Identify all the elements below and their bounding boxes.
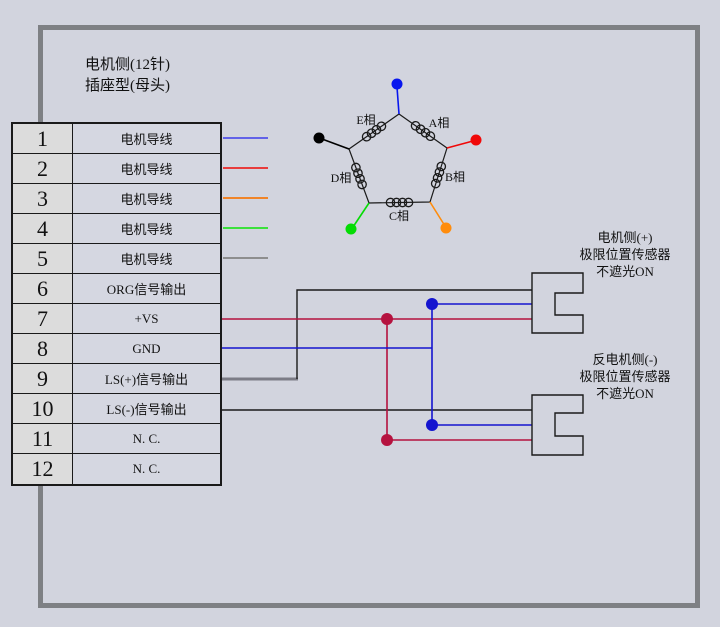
orange-lead-dot — [440, 222, 452, 234]
lower-sensor-caption-line3: 不遮光ON — [596, 386, 654, 401]
phase-e-label: E相 — [356, 113, 375, 127]
phase-c-coil — [385, 197, 414, 208]
lower-sensor-caption-line2: 极限位置传感器 — [579, 369, 671, 384]
pin-label: 电机导线 — [120, 192, 173, 207]
phase-d-label: D相 — [331, 171, 352, 185]
lower-limit-sensor-symbol — [531, 394, 584, 456]
pentagon-winding-outline — [348, 113, 448, 204]
pin-label: 电机导线 — [120, 222, 173, 237]
lower-sensor-caption-line1: 反电机侧(-) — [592, 352, 658, 367]
pin-row-10: 10 LS(-)信号输出 — [13, 394, 220, 424]
pin-number: 4 — [13, 214, 73, 243]
upper-limit-sensor-symbol — [531, 272, 584, 334]
pin-label: GND — [132, 340, 161, 356]
pin-label: LS(+)信号输出 — [104, 372, 189, 387]
gnd-junction-dot-lower — [426, 419, 438, 431]
pin-row-2: 2 电机导线 — [13, 154, 220, 184]
pin-row-3: 3 电机导线 — [13, 184, 220, 214]
pin-number: 7 — [13, 304, 73, 333]
blue-lead-wire — [396, 86, 400, 115]
vs-junction-dot-lower — [381, 434, 393, 446]
connector-title-line1: 电机侧(12针) — [85, 57, 170, 73]
pin-label: N. C. — [132, 461, 161, 476]
lower-limit-sensor-caption: 反电机侧(-) 极限位置传感器不遮光ON — [555, 351, 695, 402]
black-lead-wire — [321, 138, 350, 150]
pin-row-7: 7 +VS — [13, 304, 220, 334]
phase-c-label: C相 — [389, 209, 409, 223]
pin-row-11: 11 N. C. — [13, 424, 220, 454]
upper-limit-sensor-caption: 电机侧(+) 极限位置传感器不遮光ON — [555, 229, 695, 280]
pin-number: 11 — [13, 424, 73, 453]
pin-row-9: 9 LS(+)信号输出 — [13, 364, 220, 394]
gnd-junction-dot-upper — [426, 298, 438, 310]
vs-junction-dot-upper — [381, 313, 393, 325]
pin-label: ORG信号输出 — [106, 282, 187, 297]
vs-wire-lower-branch — [386, 319, 532, 441]
pin-number: 10 — [13, 394, 73, 423]
pin-number: 2 — [13, 154, 73, 183]
pin-label: 电机导线 — [120, 252, 173, 267]
connector-title: 电机侧(12针) 插座型(母头) — [85, 55, 170, 97]
pin-number: 9 — [13, 364, 73, 393]
connector-title-line2: 插座型(母头) — [85, 78, 170, 94]
phase-a-label: A相 — [429, 116, 450, 130]
pin-label: +VS — [134, 310, 159, 326]
upper-sensor-caption-line2: 极限位置传感器 — [579, 247, 671, 262]
phase-a-coil — [410, 120, 436, 142]
green-lead-dot — [345, 223, 357, 235]
orange-lead-wire — [429, 201, 446, 227]
pin-row-6: 6 ORG信号输出 — [13, 274, 220, 304]
phase-d-coil — [351, 162, 367, 190]
pin-number: 6 — [13, 274, 73, 303]
pin-label: LS(-)信号输出 — [106, 402, 187, 417]
upper-sensor-caption-line3: 不遮光ON — [596, 264, 654, 279]
pin-label: 电机导线 — [120, 162, 173, 177]
black-lead-dot — [313, 132, 325, 144]
phase-b-label: B相 — [445, 170, 465, 184]
pin-number: 3 — [13, 184, 73, 213]
blue-lead-dot — [391, 78, 403, 90]
pin-label: 电机导线 — [120, 132, 173, 147]
green-lead-wire — [352, 202, 370, 228]
pin-number: 8 — [13, 334, 73, 363]
pin-row-8: 8 GND — [13, 334, 220, 364]
pin-table: 1 电机导线 2 电机导线 3 电机导线 4 电机导线 5 电机导线 6 ORG信号输出 7… — [11, 122, 222, 486]
pin-number: 12 — [13, 454, 73, 484]
pin-label: N. C. — [132, 430, 161, 446]
pin-row-1: 1 电机导线 — [13, 124, 220, 154]
red-lead-wire — [446, 140, 474, 149]
ls-plus-signal-wire — [296, 289, 532, 379]
pin-number: 5 — [13, 244, 73, 273]
pin-row-5: 5 电机导线 — [13, 244, 220, 274]
pin-row-4: 4 电机导线 — [13, 214, 220, 244]
pin-number: 1 — [13, 124, 73, 153]
phase-b-coil — [430, 161, 447, 189]
red-lead-dot — [470, 134, 482, 146]
upper-sensor-caption-line1: 电机侧(+) — [597, 230, 653, 245]
pin-row-12: 12 N. C. — [13, 454, 220, 484]
phase-e-coil — [361, 121, 387, 142]
